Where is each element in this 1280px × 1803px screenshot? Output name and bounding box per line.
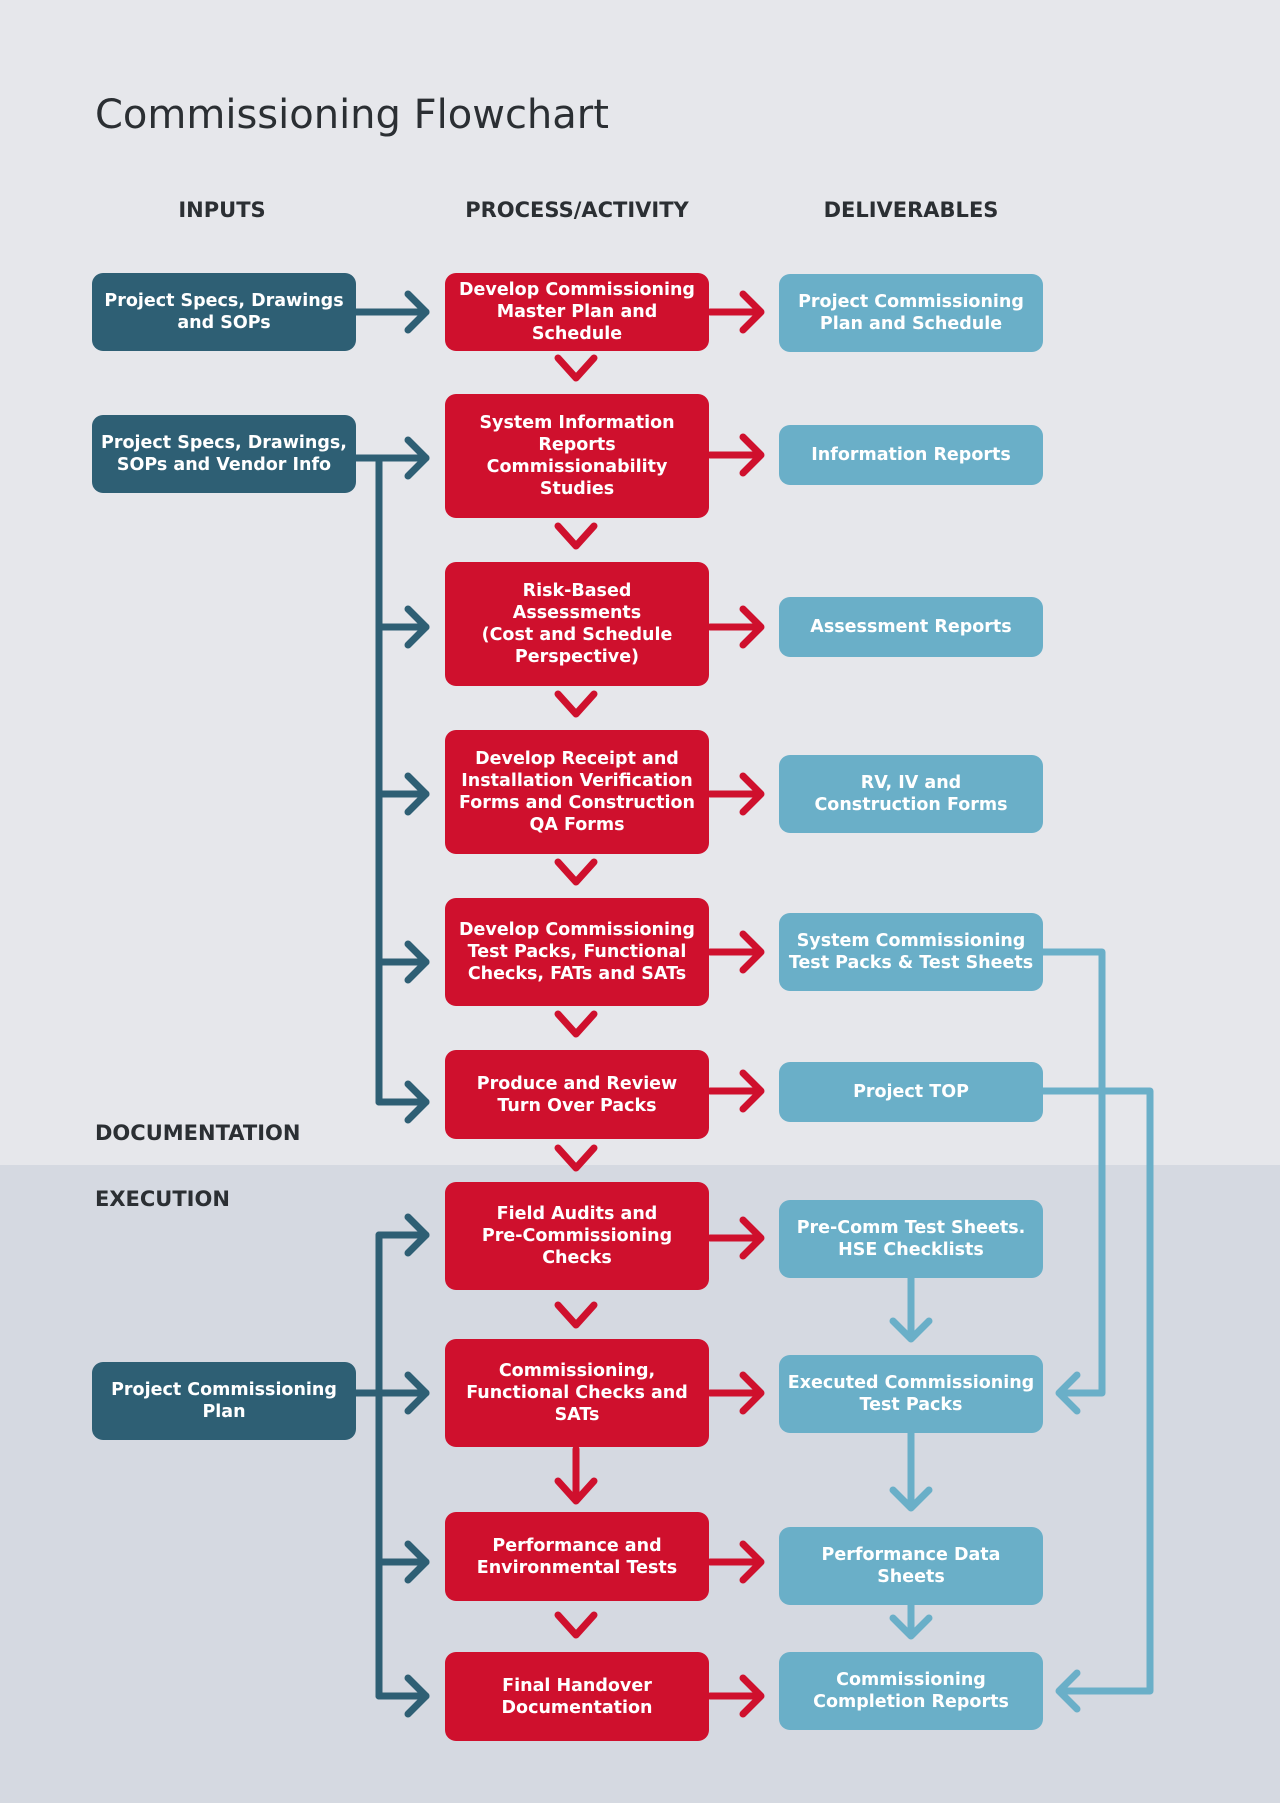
process-performance-tests: Performance and Environmental Tests	[445, 1512, 709, 1601]
process-turn-over-packs: Produce and Review Turn Over Packs	[445, 1050, 709, 1139]
deliverable-plan-and-schedule: Project Commissioning Plan and Schedule	[779, 274, 1043, 352]
process-master-plan: Develop Commissioning Master Plan and Sc…	[445, 273, 709, 351]
input-project-commissioning-plan: Project Commissioning Plan	[92, 1362, 356, 1440]
section-label-execution: EXECUTION	[95, 1187, 230, 1211]
input-project-specs-drawings-sops: Project Specs, Drawings and SOPs	[92, 273, 356, 351]
deliverable-performance-data: Performance Data Sheets	[779, 1527, 1043, 1605]
deliverable-pre-comm-sheets: Pre-Comm Test Sheets. HSE Checklists	[779, 1200, 1043, 1278]
process-final-handover: Final Handover Documentation	[445, 1652, 709, 1741]
process-risk-assessments: Risk-Based Assessments (Cost and Schedul…	[445, 562, 709, 686]
input-project-specs-vendor-info: Project Specs, Drawings, SOPs and Vendor…	[92, 415, 356, 493]
deliverable-assessment-reports: Assessment Reports	[779, 597, 1043, 657]
process-system-information: System Information Reports Commissionabi…	[445, 394, 709, 518]
process-test-packs: Develop Commissioning Test Packs, Functi…	[445, 898, 709, 1006]
deliverable-arrows	[706, 290, 765, 1718]
deliverable-information-reports: Information Reports	[779, 425, 1043, 485]
column-header-process: PROCESS/ACTIVITY	[465, 198, 689, 222]
feedback-lines	[889, 948, 1154, 1713]
process-verification-forms: Develop Receipt and Installation Verific…	[445, 730, 709, 854]
page-title: Commissioning Flowchart	[95, 92, 609, 138]
process-flow-arrows	[554, 354, 598, 1639]
section-label-documentation: DOCUMENTATION	[95, 1121, 301, 1145]
deliverable-project-top: Project TOP	[779, 1062, 1043, 1122]
deliverable-rv-iv-forms: RV, IV and Construction Forms	[779, 755, 1043, 833]
input-arrows	[352, 290, 430, 1718]
process-field-audits: Field Audits and Pre-Commissioning Check…	[445, 1182, 709, 1290]
deliverable-completion-reports: Commissioning Completion Reports	[779, 1652, 1043, 1730]
column-header-inputs: INPUTS	[178, 198, 266, 222]
deliverable-test-packs-sheets: System Commissioning Test Packs & Test S…	[779, 913, 1043, 991]
deliverable-executed-test-packs: Executed Commissioning Test Packs	[779, 1355, 1043, 1433]
column-header-deliverables: DELIVERABLES	[823, 198, 999, 222]
process-functional-checks: Commissioning, Functional Checks and SAT…	[445, 1339, 709, 1447]
